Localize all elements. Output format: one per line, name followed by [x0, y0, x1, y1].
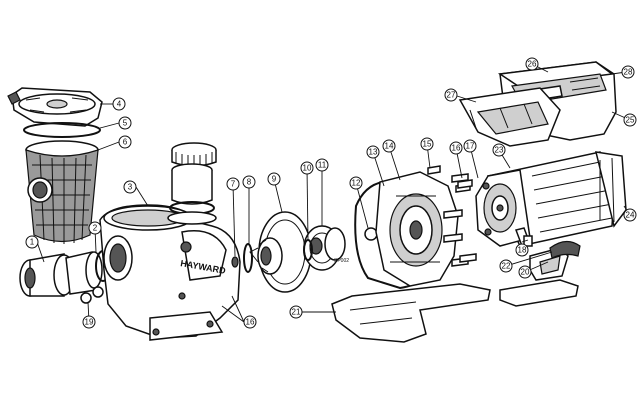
svg-text:27: 27	[447, 91, 456, 100]
callout-17: 17	[463, 139, 477, 153]
pump-housing: HAYWARD	[99, 204, 241, 341]
drive-mounting-bracket	[458, 87, 561, 147]
callout-1: 1	[25, 235, 39, 249]
support-pad	[549, 240, 581, 259]
support-screw	[523, 235, 533, 247]
callout-28: 28	[621, 65, 635, 79]
svg-text:10: 10	[303, 164, 312, 173]
strainer-cover	[7, 87, 103, 127]
callout-13: 13	[366, 145, 380, 159]
callout-18: 18	[515, 243, 529, 257]
diffuser	[249, 211, 312, 293]
svg-text:16: 16	[452, 144, 461, 153]
svg-text:17: 17	[466, 142, 475, 151]
svg-text:24: 24	[626, 211, 635, 220]
svg-text:12: 12	[352, 179, 361, 188]
svg-text:15: 15	[423, 140, 432, 149]
callout-20: 20	[518, 265, 532, 279]
cover-o-ring	[23, 122, 101, 138]
drain-plugs	[80, 286, 104, 304]
callout-3: 3	[123, 180, 137, 194]
svg-text:19: 19	[85, 318, 94, 327]
seal-plate	[375, 171, 459, 287]
impeller: SP002	[303, 225, 349, 271]
impeller-marking: SP002	[334, 258, 349, 264]
callout-24: 24	[623, 208, 637, 222]
svg-text:23: 23	[495, 146, 504, 155]
svg-text:20: 20	[521, 268, 530, 277]
svg-text:13: 13	[369, 148, 378, 157]
callout-10: 10	[300, 161, 314, 175]
callout-19: 19	[82, 315, 96, 329]
discharge-union	[167, 142, 217, 225]
svg-text:7: 7	[231, 180, 236, 189]
shaft-seal	[364, 227, 378, 241]
motor-bolts	[457, 179, 477, 263]
motor	[475, 151, 627, 247]
strainer-basket	[25, 140, 99, 244]
svg-text:18: 18	[518, 246, 527, 255]
callout-7: 7	[226, 177, 240, 191]
svg-text:9: 9	[272, 175, 277, 184]
housing-gasket	[231, 256, 239, 268]
svg-text:3: 3	[128, 183, 133, 192]
callout-23: 23	[492, 143, 506, 157]
callout-8: 8	[242, 175, 256, 189]
motor-support	[499, 247, 579, 307]
svg-text:21: 21	[292, 308, 301, 317]
pump-base	[331, 283, 491, 343]
svg-text:22: 22	[502, 262, 511, 271]
svg-text:28: 28	[624, 68, 633, 77]
callout-21: 21	[289, 305, 303, 319]
svg-text:11: 11	[318, 161, 327, 170]
callout-16-bottom: 16	[243, 315, 257, 329]
callout-14: 14	[382, 139, 396, 153]
svg-text:6: 6	[123, 138, 128, 147]
callout-11: 11	[315, 158, 329, 172]
svg-text:16: 16	[246, 318, 255, 327]
svg-text:26: 26	[528, 60, 537, 69]
svg-text:1: 1	[30, 238, 35, 247]
callout-6: 6	[118, 135, 132, 149]
svg-text:2: 2	[93, 224, 98, 233]
callout-5: 5	[118, 116, 132, 130]
callout-22: 22	[499, 259, 513, 273]
callout-4: 4	[112, 97, 126, 111]
callout-25: 25	[623, 113, 637, 127]
callout-9: 9	[267, 172, 281, 186]
callout-15: 15	[420, 137, 434, 151]
svg-text:4: 4	[117, 100, 122, 109]
svg-text:5: 5	[123, 119, 128, 128]
callout-26: 26	[525, 57, 539, 71]
diffuser-o-ring	[243, 243, 253, 273]
svg-text:25: 25	[626, 116, 635, 125]
svg-text:14: 14	[385, 142, 394, 151]
callout-2: 2	[88, 221, 102, 235]
svg-text:8: 8	[247, 178, 252, 187]
callout-16-top: 16	[449, 141, 463, 155]
callout-12: 12	[349, 176, 363, 190]
callout-27: 27	[444, 88, 458, 102]
